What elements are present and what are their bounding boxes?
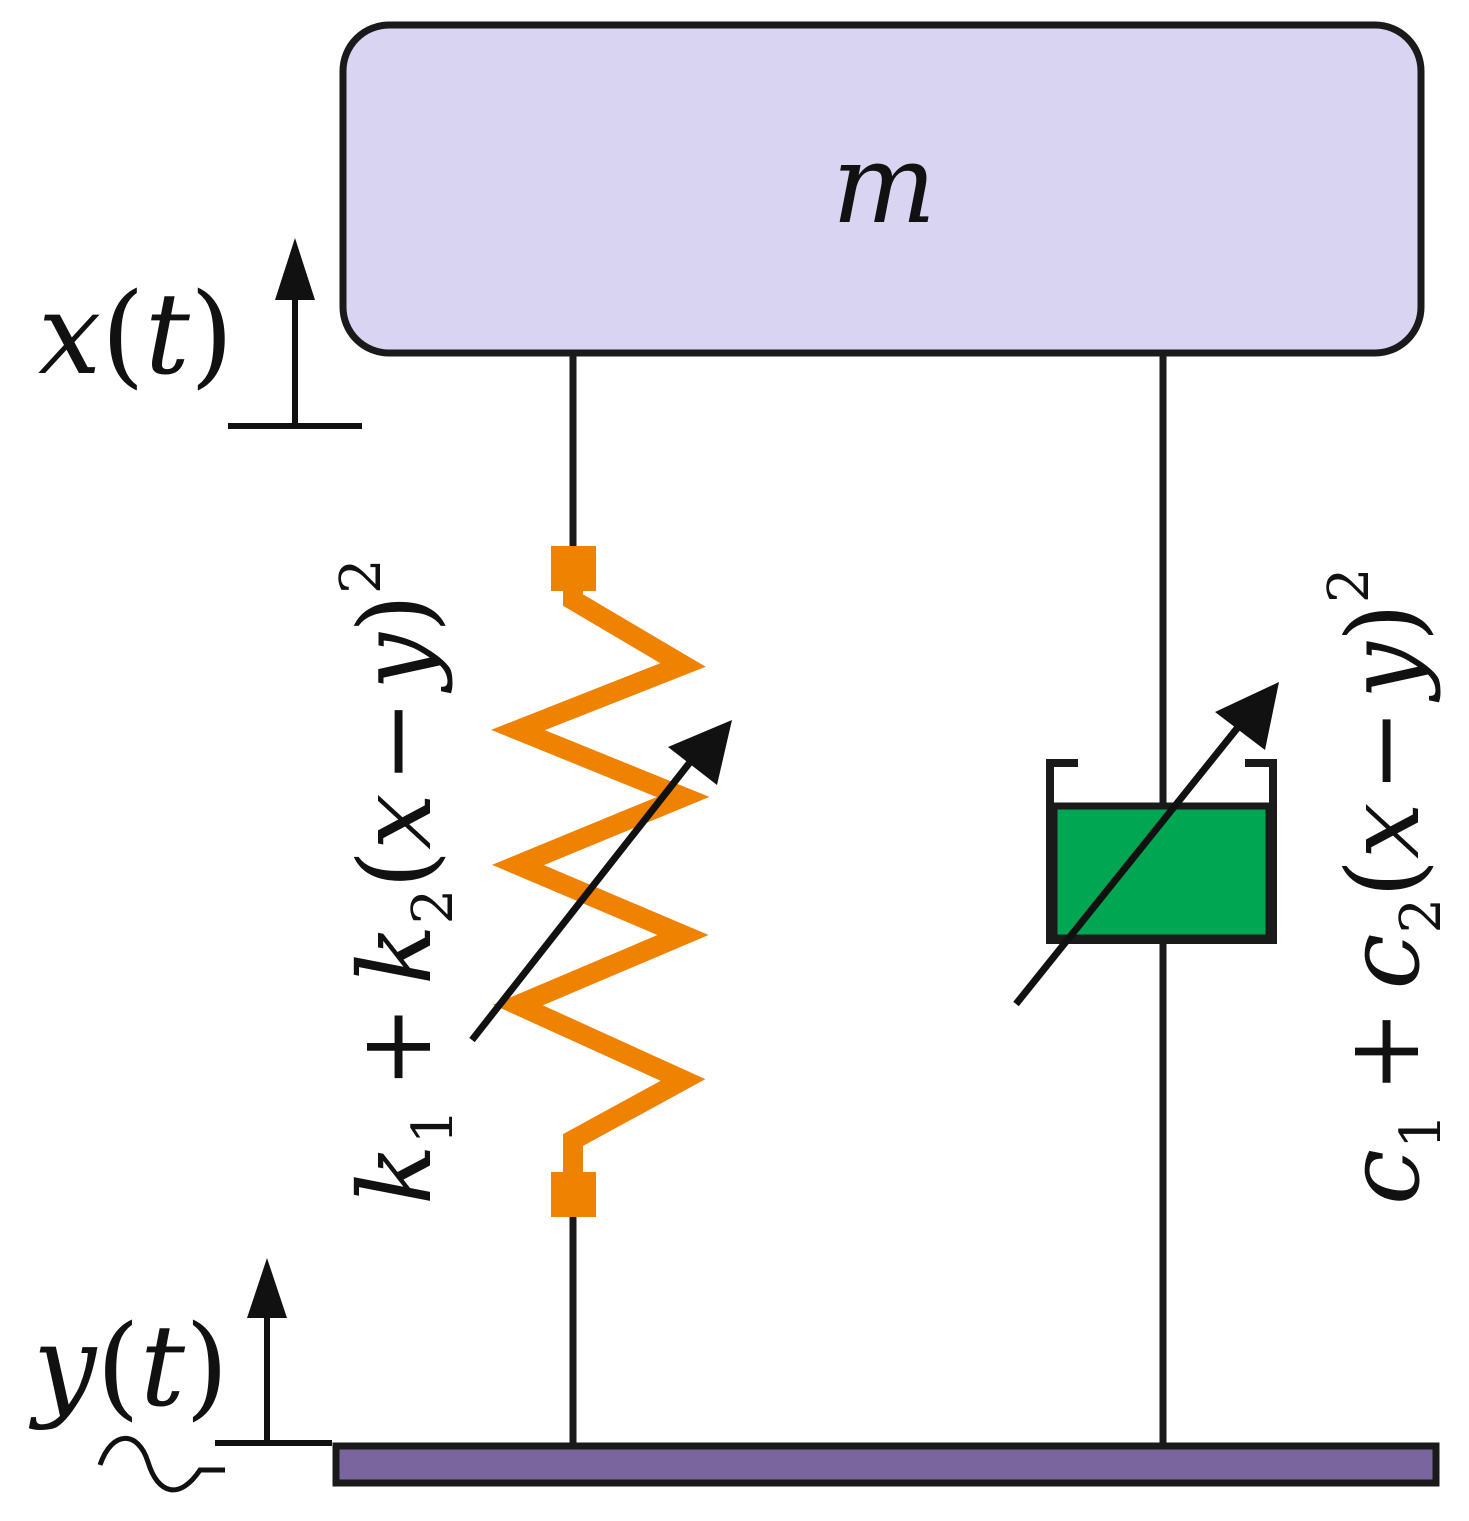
spring-variable-arrow-shaft (469, 749, 701, 1043)
excitation-wave-icon (97, 1435, 225, 1493)
variable-spring (469, 546, 732, 1217)
y-displacement-label: y(t) (28, 1302, 229, 1432)
damper-variable-arrow-icon (1215, 682, 1279, 750)
damper-variable-arrow-shaft (1013, 713, 1250, 1007)
spring-stiffness-label: k1+k2(x−y)2 (329, 558, 466, 1205)
spring-variable-arrow-icon (668, 720, 732, 785)
x-displacement-indicator: x(t) (38, 238, 362, 429)
x-arrow-up-icon (275, 238, 315, 300)
y-arrow-up-icon (247, 1258, 287, 1318)
y-displacement-indicator: y(t) (28, 1258, 332, 1493)
spring-top-cap (551, 546, 596, 591)
damper-coefficient-label: c1+c2(x−y)2 (1317, 568, 1454, 1205)
spring-bottom-cap (551, 1172, 596, 1217)
spring-coil (491, 590, 710, 1175)
mass-label: m (832, 120, 936, 248)
mass-block (339, 21, 1425, 357)
x-displacement-label: x(t) (38, 270, 234, 400)
variable-damper (1013, 682, 1279, 1007)
base-plate (332, 1442, 1440, 1487)
